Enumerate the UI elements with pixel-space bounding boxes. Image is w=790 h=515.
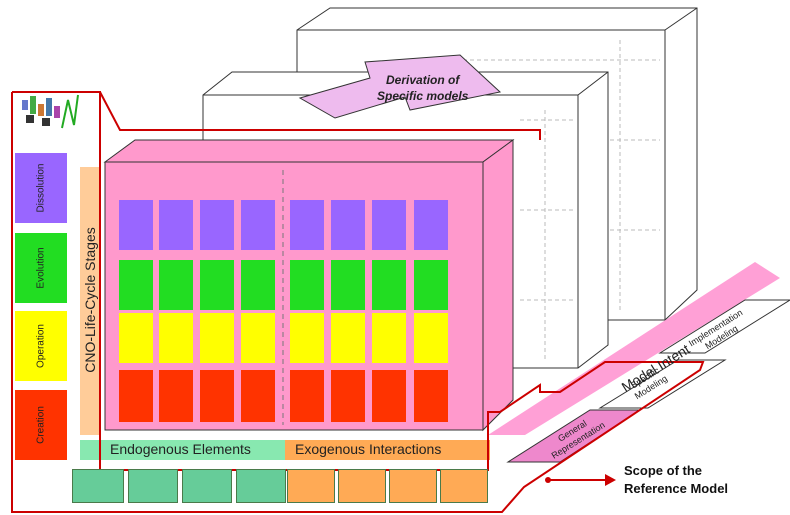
society-icon [389,469,437,503]
derivation-label: Derivation of Specific models [377,72,468,104]
grid-cell-creation [414,370,448,422]
stage-label: Evolution [35,247,47,289]
grid-cell-operation [290,313,324,363]
grid-cell-evolution [159,260,193,310]
grid-cell-operation [159,313,193,363]
grid-cell-creation [372,370,406,422]
support-tools-icon [338,469,386,503]
grid-cell-evolution [331,260,365,310]
scope-label: Scope of the Reference Model [624,462,728,498]
intent-level-implementation [658,299,790,354]
grid-cell-operation [119,313,153,363]
grid-cell-creation [159,370,193,422]
market-chart-icon [287,469,335,503]
stage-evolution: Evolution [15,233,67,303]
grid-cell-dissolution [331,200,365,250]
stage-dissolution: Dissolution [15,153,67,223]
ecolead-logo [22,94,79,129]
structure-icon [236,469,286,503]
grid-cell-dissolution [372,200,406,250]
life-cycle-grid [119,200,448,422]
grid-cell-creation [241,370,275,422]
stage-label: Operation [35,324,47,368]
grid-cell-creation [119,370,153,422]
derivation-line-1: Derivation of [386,73,460,87]
grid-cell-dissolution [241,200,275,250]
grid-cell-operation [331,313,365,363]
scope-pointer-head [605,474,616,486]
stage-label: Creation [35,406,47,444]
constituency-icon [440,469,488,503]
grid-cell-operation [200,313,234,363]
grid-cell-evolution [200,260,234,310]
grid-cell-evolution [119,260,153,310]
scope-line-1: Scope of the [624,463,703,478]
process-flow-icon [182,469,232,503]
endogenous-label: Endogenous Elements [110,441,251,457]
stage-operation: Operation [15,311,67,381]
grid-cell-dissolution [414,200,448,250]
stage-label: Dissolution [35,163,47,213]
scope-line-2: Reference Model [624,481,729,496]
grid-cell-creation [200,370,234,422]
grid-cell-operation [414,313,448,363]
grid-cell-dissolution [290,200,324,250]
stages-axis-label: CNO-Life-Cycle Stages [82,227,98,373]
grid-cell-dissolution [200,200,234,250]
scope-outline-top [99,91,541,140]
exogenous-bar [285,440,490,460]
derivation-line-2: Specific models [377,89,469,103]
grid-cell-operation [241,313,275,363]
endogenous-bar [80,440,285,460]
derivation-arrow [298,54,502,119]
grid-cell-evolution [372,260,406,310]
component-icon [128,469,178,503]
grid-cell-creation [331,370,365,422]
grid-cell-dissolution [119,200,153,250]
exogenous-label: Exogenous Interactions [295,441,442,457]
grid-cell-evolution [414,260,448,310]
intent-level-specific [598,359,727,409]
grid-cell-evolution [290,260,324,310]
grid-cell-evolution [241,260,275,310]
grid-cell-operation [372,313,406,363]
network-map-icon [72,469,124,503]
grid-cell-creation [290,370,324,422]
stages-axis-bar [80,167,100,435]
grid-cell-dissolution [159,200,193,250]
stage-creation: Creation [15,390,67,460]
